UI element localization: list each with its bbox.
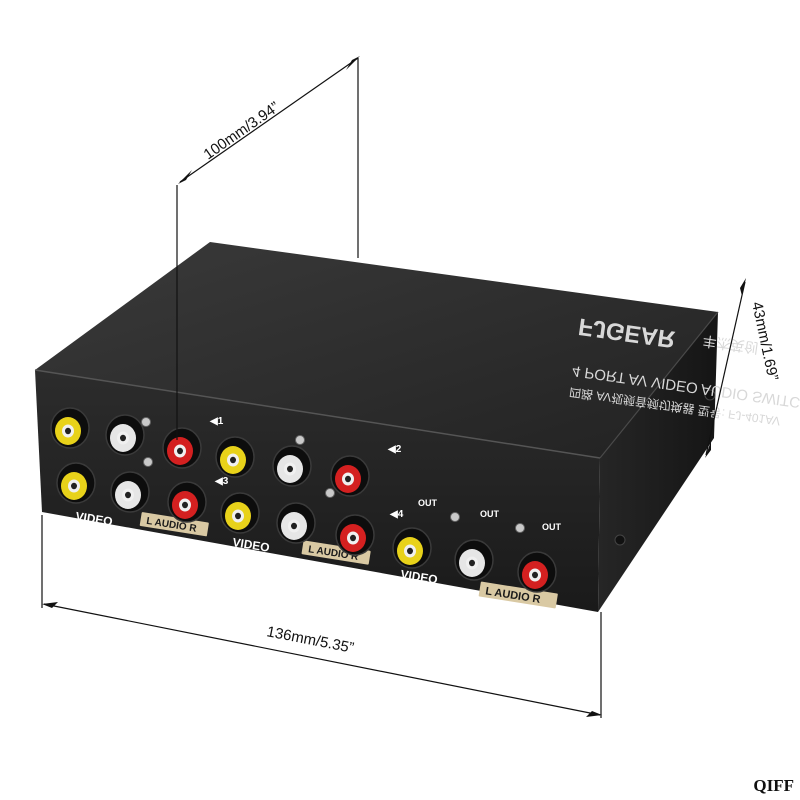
jack-pin: [71, 482, 77, 490]
height-arrow: [705, 281, 746, 456]
jack-pin: [287, 465, 293, 473]
width-arrow: [43, 603, 601, 716]
port-number-1: ◀1: [209, 416, 224, 427]
jack-pin: [120, 434, 126, 442]
port-number-3: ◀3: [214, 476, 229, 487]
jack-pin: [177, 447, 183, 455]
arrowhead: [740, 278, 746, 296]
arrowhead: [586, 711, 602, 717]
audio-label-box: [301, 540, 371, 565]
jack-pin: [291, 522, 297, 530]
jack-pin: [350, 534, 356, 542]
panel-screw: [450, 512, 460, 522]
panel-screw: [141, 417, 151, 427]
audio-label-box: [139, 512, 209, 537]
video-label: VIDEO: [75, 509, 114, 529]
dimension-arrowheads: [42, 56, 746, 717]
video-label: VIDEO: [400, 567, 439, 587]
right-side-panel: [598, 312, 718, 612]
jack-pin: [230, 456, 236, 464]
video-label: VIDEO: [232, 535, 271, 555]
side-screw: [704, 389, 716, 401]
dimension-annotations: [41, 57, 746, 718]
port-number-4: ◀4: [389, 509, 404, 520]
width-dimension-label: 136mm/5.35”: [265, 623, 355, 657]
out-label: OUT: [542, 522, 562, 532]
jack-pin: [65, 427, 71, 435]
jack-pin: [235, 512, 241, 520]
panel-screw: [325, 488, 335, 498]
jack-pin: [182, 501, 188, 509]
rca-jacks: [50, 407, 557, 593]
port-number-2: ◀2: [387, 444, 402, 455]
watermark-logo: QIFF: [753, 776, 794, 795]
jack-pin: [532, 571, 538, 579]
depth-dimension-label: 100mm/3.94”: [201, 99, 283, 164]
arrowhead: [346, 56, 360, 70]
panel-screw: [515, 523, 525, 533]
jack-pin: [407, 547, 413, 555]
audio-label-box: [478, 581, 558, 609]
front-edge-highlight: [34, 369, 601, 459]
out-label: OUT: [418, 498, 438, 508]
side-screw: [614, 534, 626, 546]
top-panel: [35, 242, 718, 458]
arrowhead: [705, 441, 711, 458]
out-label: OUT: [480, 509, 500, 519]
depth-arrow: [179, 57, 359, 183]
panel-screw: [143, 457, 153, 467]
arrowhead: [42, 602, 58, 608]
jack-pin: [345, 475, 351, 483]
jack-pin: [125, 491, 131, 499]
arrowhead: [178, 170, 192, 184]
av-switch-device: FJGEAR 丰杰英创 4 PORT AV VIDEO AUDIO SWITCH…: [34, 242, 800, 612]
jack-pin: [469, 559, 475, 567]
panel-screw: [295, 435, 305, 445]
corner-edge-highlight: [599, 311, 719, 459]
